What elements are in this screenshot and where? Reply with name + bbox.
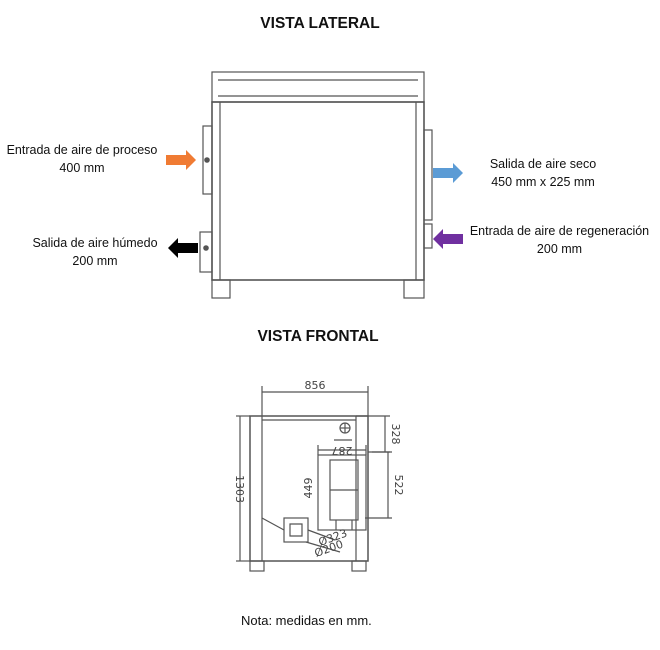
dim-height: 1303 [233,475,246,503]
label-regen-air-in-size: 200 mm [536,242,583,256]
frontal-view-title: VISTA FRONTAL [257,328,379,345]
arrow-regen-air-in [433,229,463,249]
dim-duct-height: 449 [302,478,315,499]
arrow-wet-air-out [168,238,198,258]
arrow-process-air-in [166,150,196,170]
arrow-dry-air-out [433,163,463,183]
label-process-air-in-size: 400 mm [59,161,105,175]
label-regen-air-in-name: Entrada de aire de regeneración [469,224,650,238]
dim-right-height: 522 [392,475,405,496]
label-dry-air-out: Salida de aire seco 450 mm x 225 mm [478,155,608,191]
label-dry-air-out-size: 450 mm x 225 mm [491,175,595,189]
label-wet-air-out-name: Salida de aire húmedo [32,236,158,250]
label-wet-air-out: Salida de aire húmedo 200 mm [25,234,165,270]
lateral-unit-drawing [199,71,433,299]
dim-duct-width: 287 [332,444,353,457]
lateral-view-title: VISTA LATERAL [260,15,380,32]
dim-top-offset: 328 [389,424,402,445]
label-process-air-in-name: Entrada de aire de proceso [6,143,158,157]
label-process-air-in: Entrada de aire de proceso 400 mm [2,141,162,177]
frontal-unit-drawing [236,386,392,572]
label-dry-air-out-name: Salida de aire seco [489,157,597,171]
measurement-note: Nota: medidas en mm. [241,613,372,628]
label-regen-air-in: Entrada de aire de regeneración 200 mm [462,222,657,258]
label-wet-air-out-size: 200 mm [72,254,118,268]
dim-width: 856 [305,379,326,392]
